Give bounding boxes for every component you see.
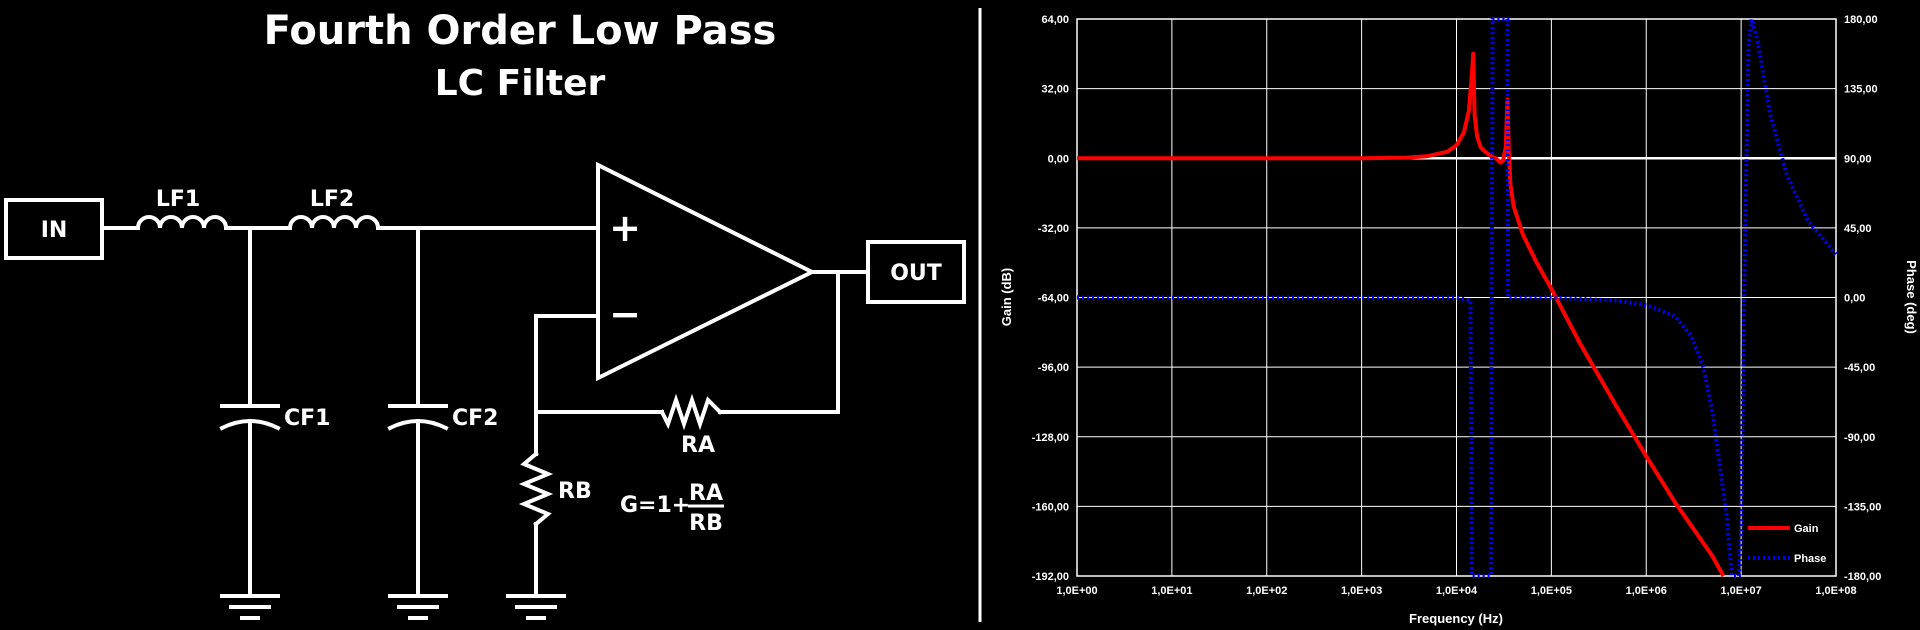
x-tick-label: 1,0E+08	[1815, 585, 1856, 597]
y-left-tick-label: -96,00	[1038, 362, 1069, 374]
x-tick-label: 1,0E+03	[1341, 585, 1382, 597]
legend-gain-label: Gain	[1794, 523, 1819, 535]
legend: Gain Phase	[1748, 523, 1826, 565]
x-tick-label: 1,0E+02	[1246, 585, 1287, 597]
gain-formula-denominator: RB	[689, 511, 723, 536]
y-left-tick-label: 32,00	[1041, 84, 1069, 96]
y-right-axis-label: Phase (deg)	[1904, 260, 1919, 334]
capacitor-cf1-label: CF1	[284, 406, 330, 431]
legend-phase-label: Phase	[1794, 553, 1826, 565]
y-left-tick-label: -64,00	[1038, 293, 1069, 305]
y-right-tick-label: 45,00	[1844, 223, 1872, 235]
circuit-schematic: Fourth Order Low Pass LC Filter IN LF1 L…	[4, 8, 982, 622]
wire-minus	[534, 314, 600, 456]
x-tick-label: 1,0E+07	[1720, 585, 1761, 597]
gain-formula-prefix: G=1+	[620, 493, 690, 518]
resistor-rb	[518, 451, 554, 527]
y-left-axis-label: Gain (dB)	[999, 268, 1014, 327]
y-left-tick-label: -160,00	[1032, 501, 1069, 513]
y-left-tick-label: -192,00	[1032, 571, 1069, 583]
y-right-tick-label: 0,00	[1844, 293, 1865, 305]
schematic-title-line2: LC Filter	[435, 63, 606, 104]
x-tick-label: 1,0E+00	[1056, 585, 1097, 597]
input-label: IN	[41, 218, 68, 243]
wire-feedback-right	[718, 270, 840, 414]
resistor-rb-label: RB	[558, 479, 592, 504]
output-label: OUT	[890, 261, 942, 286]
y-left-tick-labels: 64,00 32,00 0,00 -32,00 -64,00 -96,00 -128,00 -…	[1032, 14, 1069, 583]
series-phase-line	[1077, 17, 1838, 578]
op-amp	[596, 161, 817, 382]
y-right-tick-label: -180,00	[1844, 571, 1881, 583]
op-amp-plus-sign: +	[609, 206, 641, 250]
ground-icon	[506, 594, 566, 620]
inductor-lf2-label: LF2	[310, 187, 354, 212]
x-tick-labels: 1,0E+00 1,0E+01 1,0E+02 1,0E+03 1,0E+04 1,0E+…	[1056, 585, 1856, 597]
y-right-tick-label: -45,00	[1844, 362, 1875, 374]
y-left-tick-label: -128,00	[1032, 432, 1069, 444]
inductor-lf2	[287, 215, 381, 231]
output-terminal	[866, 240, 966, 304]
y-right-tick-label: 180,00	[1844, 14, 1878, 26]
y-left-tick-label: 64,00	[1041, 14, 1069, 26]
ground-icon	[220, 594, 280, 620]
inductor-lf1	[135, 215, 229, 231]
schematic-title-line1: Fourth Order Low Pass	[264, 8, 777, 54]
capacitor-cf2-label: CF2	[452, 406, 498, 431]
y-left-tick-label: -32,00	[1038, 223, 1069, 235]
gain-formula-numerator: RA	[689, 481, 723, 506]
y-left-tick-label: 0,00	[1048, 153, 1069, 165]
y-right-tick-label: 135,00	[1844, 84, 1878, 96]
x-axis-label: Frequency (Hz)	[1409, 611, 1503, 626]
resistor-ra-label: RA	[681, 433, 715, 458]
series-group	[1077, 17, 1838, 578]
y-right-tick-label: 90,00	[1844, 153, 1872, 165]
x-tick-label: 1,0E+05	[1531, 585, 1572, 597]
y-right-tick-labels: 180,00 135,00 90,00 45,00 0,00 -45,00 -90,00 -1…	[1844, 14, 1881, 583]
y-right-tick-label: -135,00	[1844, 501, 1881, 513]
op-amp-minus-sign: −	[609, 292, 641, 336]
x-tick-label: 1,0E+04	[1436, 585, 1478, 597]
inductor-lf1-label: LF1	[156, 187, 200, 212]
x-tick-label: 1,0E+01	[1151, 585, 1192, 597]
ground-icon	[388, 594, 448, 620]
x-tick-label: 1,0E+06	[1626, 585, 1667, 597]
y-right-tick-label: -90,00	[1844, 432, 1875, 444]
resistor-ra	[659, 393, 723, 431]
